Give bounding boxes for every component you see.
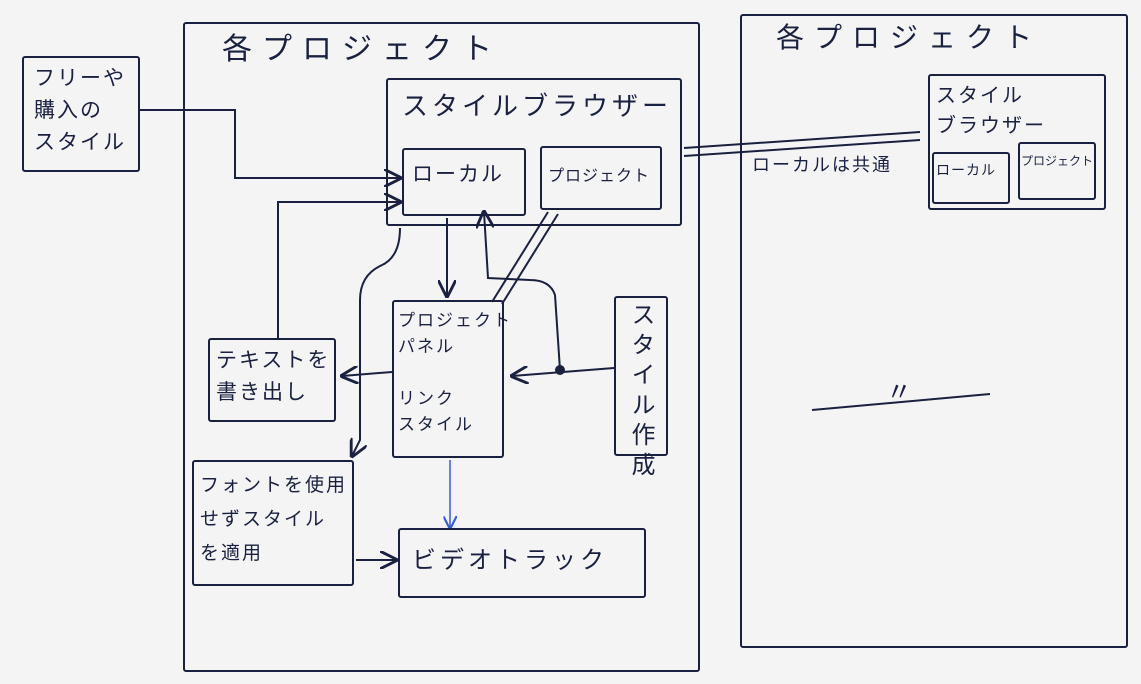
link-project-to-projectpanel-b xyxy=(501,213,559,305)
right-project-panel xyxy=(740,14,1128,648)
text-export-box xyxy=(208,338,336,422)
left-project-title: 各プロジェクト xyxy=(222,32,502,67)
arrow-junction-to-local xyxy=(484,212,561,371)
project-panel-box xyxy=(392,300,504,458)
apply-no-font-box xyxy=(192,460,354,586)
right-style-browser xyxy=(928,74,1106,210)
right-project-title: 各プロジェクト xyxy=(776,21,1043,54)
link-project-to-projectpanel-a xyxy=(491,211,549,303)
right-local-box xyxy=(932,152,1010,204)
free-purchase-style-label: フリーや 購入の スタイル xyxy=(34,66,126,154)
style-create-box xyxy=(614,296,668,456)
ditto-mark: 〃 xyxy=(886,378,917,408)
right-local-label: ローカル xyxy=(936,163,996,179)
left-style-browser-title: スタイルブラウザー xyxy=(402,92,673,122)
shared-local-note: ローカルは共通 xyxy=(752,155,892,176)
link-shared-local-a xyxy=(683,131,921,149)
video-track-box xyxy=(398,528,646,598)
arrow-projectpanel-to-textexport xyxy=(342,372,393,376)
right-style-browser-title: スタイル ブラウザー xyxy=(936,83,1046,137)
left-local-box xyxy=(402,148,526,216)
right-project-box xyxy=(1018,142,1096,200)
left-style-browser xyxy=(386,78,682,226)
left-project-panel xyxy=(183,22,700,672)
apply-no-font-label: フォントを使用 せずスタイル を適用 xyxy=(200,474,348,564)
ditto-line xyxy=(811,393,991,411)
left-local-label: ローカル xyxy=(412,162,504,186)
project-panel-label: プロジェクト パネル リンク スタイル xyxy=(398,311,512,435)
link-shared-local-b xyxy=(683,139,921,157)
right-project-label: プロジェクト xyxy=(1021,154,1094,168)
free-purchase-style-box xyxy=(22,56,140,172)
arrow-textexport-to-local xyxy=(277,202,400,338)
video-track-label: ビデオトラック xyxy=(412,546,608,574)
text-export-label: テキストを 書き出し xyxy=(216,348,331,404)
left-project-label: プロジェクト xyxy=(548,166,651,185)
arrow-free-to-local xyxy=(140,109,400,178)
arrow-browser-to-applynofont xyxy=(352,227,401,456)
style-create-label: スタイル作成 xyxy=(627,302,655,482)
left-project-box xyxy=(540,146,662,210)
